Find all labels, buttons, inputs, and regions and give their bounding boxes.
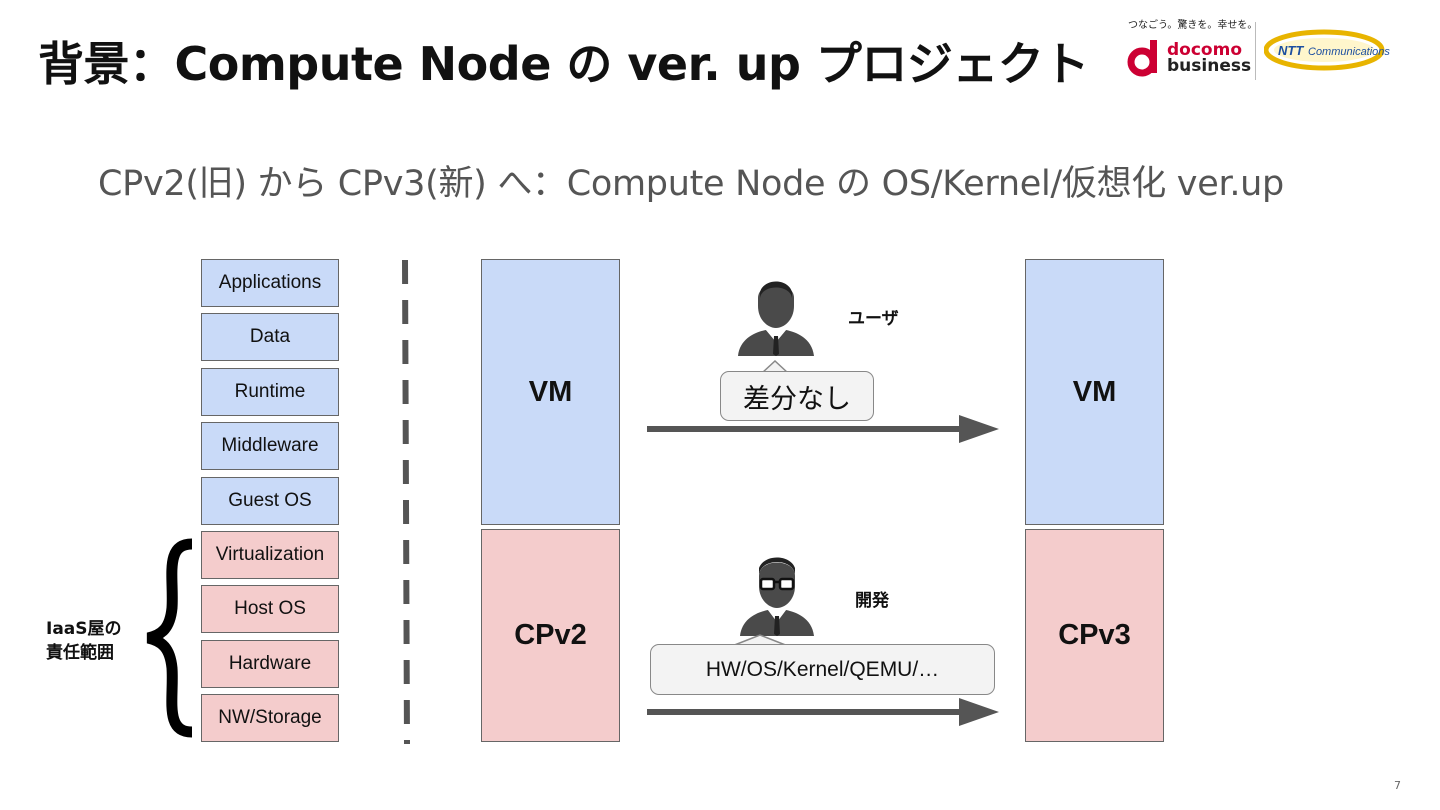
developer-speech-bubble: HW/OS/Kernel/QEMU/… — [650, 644, 995, 695]
docomo-logo-line1: docomo — [1167, 40, 1242, 60]
docomo-logo-line2: business — [1167, 56, 1252, 76]
stack-layer-virtualization: Virtualization — [201, 531, 339, 579]
page-subtitle: CPv2(旧) から CPv3(新) へ：Compute Node の OS/K… — [98, 164, 1284, 204]
right-vm-box: VM — [1025, 259, 1164, 525]
curly-brace-icon — [146, 538, 193, 738]
stack-layer-runtime: Runtime — [201, 368, 339, 416]
left-vm-label: VM — [528, 375, 573, 408]
stack-layer-nw-storage: NW/Storage — [201, 694, 339, 742]
iaas-responsibility-label: IaaS屋の 責任範囲 — [46, 617, 136, 665]
left-vm-box: VM — [481, 259, 620, 525]
docomo-business-logo: docomo business — [1167, 40, 1252, 76]
iaas-label-line1: IaaS屋の — [46, 619, 122, 639]
stack-layer-data: Data — [201, 313, 339, 361]
stack-layer-middleware: Middleware — [201, 422, 339, 470]
left-cp-label: CPv2 — [514, 619, 587, 651]
stack-layer-host-os: Host OS — [201, 585, 339, 633]
developer-icon — [740, 557, 814, 636]
page-title: 背景：Compute Node の ver. up プロジェクト — [38, 37, 1089, 91]
stack-layer-applications: Applications — [201, 259, 339, 307]
user-bubble-text: 差分なし — [743, 383, 851, 415]
left-cp-box: CPv2 — [481, 529, 620, 742]
logo-divider — [1255, 22, 1256, 80]
stack-layer-guest-os: Guest OS — [201, 477, 339, 525]
user-icon — [738, 281, 814, 356]
developer-arrow — [647, 698, 999, 726]
stack-layer-hardware: Hardware — [201, 640, 339, 688]
dashed-divider — [402, 259, 410, 745]
brand-tagline: つなごう。驚きを。幸せを。 — [1128, 20, 1258, 31]
developer-role-label: 開発 — [855, 591, 889, 611]
docomo-logo-icon — [1127, 40, 1157, 77]
iaas-label-line2: 責任範囲 — [46, 643, 114, 663]
developer-bubble-text: HW/OS/Kernel/QEMU/… — [705, 657, 940, 681]
user-role-label: ユーザ — [848, 309, 899, 329]
bubble-tail-dev — [731, 634, 789, 647]
right-vm-label: VM — [1072, 375, 1117, 408]
user-speech-bubble: 差分なし — [720, 371, 874, 421]
ntt-communications-logo-icon: NTT Communications — [1264, 29, 1390, 71]
user-arrow — [647, 415, 999, 443]
right-cp-label: CPv3 — [1058, 619, 1131, 651]
svg-text:NTT: NTT — [1278, 43, 1304, 58]
page-number: 7 — [1394, 779, 1401, 792]
bubble-tail-user — [761, 360, 789, 374]
svg-text:Communications: Communications — [1308, 46, 1390, 58]
right-cp-box: CPv3 — [1025, 529, 1164, 742]
